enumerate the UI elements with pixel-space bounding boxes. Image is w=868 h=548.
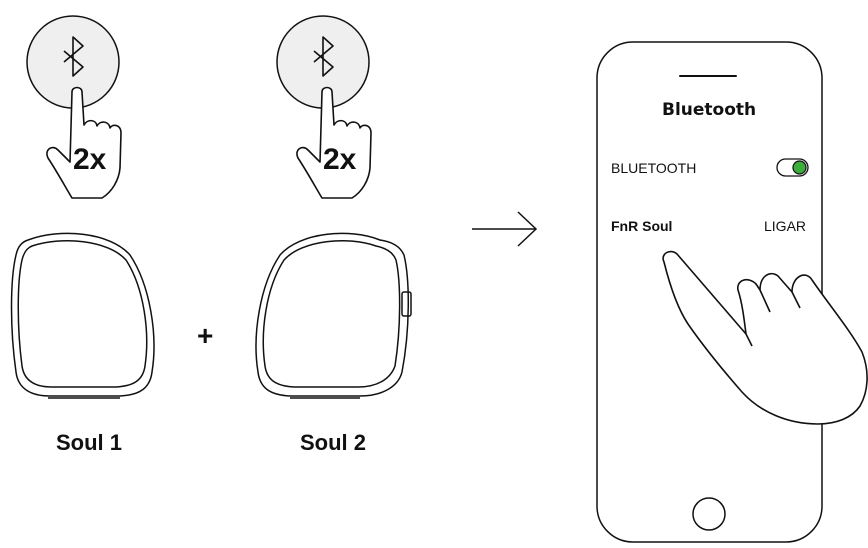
- plus-sign: +: [197, 320, 214, 351]
- connect-button[interactable]: LIGAR: [764, 218, 807, 234]
- bluetooth-button-left: [26, 15, 120, 109]
- speaker-soul-1: [10, 232, 155, 399]
- bluetooth-icon: [63, 36, 84, 77]
- device-name[interactable]: FnR Soul: [611, 218, 673, 234]
- phone-screen-title: Bluetooth: [662, 100, 757, 120]
- press-count-right: 2x: [323, 143, 357, 176]
- hand-touch-icon: [662, 250, 868, 425]
- hand-pointer-icon-right: [296, 86, 372, 199]
- bluetooth-row-label: BLUETOOTH: [611, 160, 697, 176]
- speaker2-label: Soul 2: [300, 430, 367, 455]
- home-button-icon[interactable]: [692, 497, 726, 531]
- arrow-right-icon: [472, 211, 538, 247]
- press-count-left: 2x: [73, 143, 107, 176]
- bluetooth-toggle[interactable]: [776, 158, 809, 177]
- hand-pointer-icon-left: [46, 86, 122, 199]
- speaker-soul-2: [255, 232, 412, 399]
- speaker1-label: Soul 1: [56, 430, 123, 455]
- bluetooth-icon: [313, 36, 334, 77]
